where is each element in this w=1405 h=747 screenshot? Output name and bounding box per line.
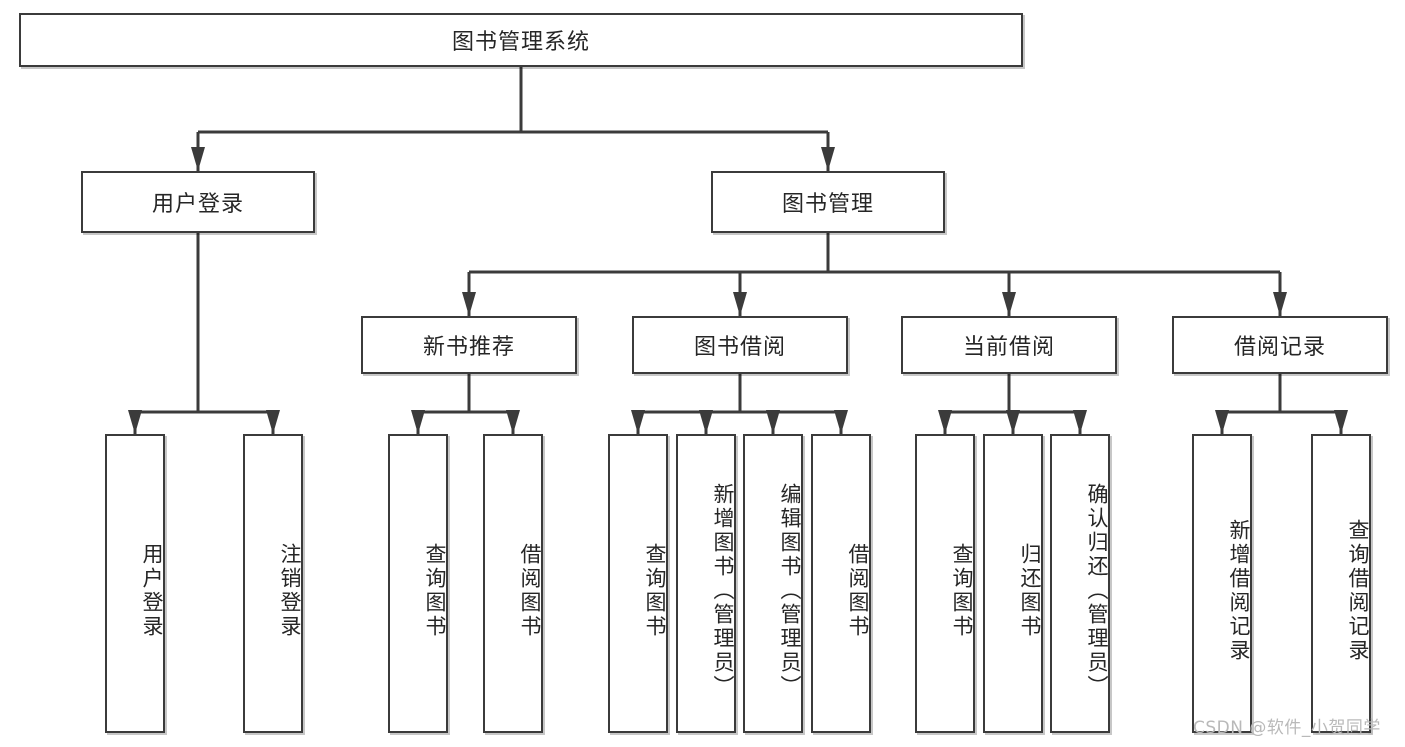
node-label: 确认归还（管理员）	[1085, 482, 1109, 699]
node-leaf-query-borrow-record[interactable]: 查询借阅记录	[1311, 434, 1371, 733]
node-label: 借阅记录	[1233, 335, 1326, 360]
node-label: 新增图书（管理员）	[711, 482, 735, 699]
node-new-book-recommend[interactable]: 新书推荐	[361, 316, 577, 374]
node-label: 新书推荐	[422, 335, 515, 360]
node-label: 查询借阅记录	[1346, 518, 1370, 663]
node-leaf-query-book-current[interactable]: 查询图书	[915, 434, 975, 733]
node-label: 查询图书	[423, 542, 447, 639]
node-label: 新增借阅记录	[1227, 518, 1251, 663]
node-leaf-user-login[interactable]: 用户登录	[105, 434, 165, 733]
node-label: 借阅图书	[846, 542, 870, 639]
node-label: 图书借阅	[693, 335, 786, 360]
node-label: 编辑图书（管理员）	[778, 482, 802, 699]
node-label: 查询图书	[643, 542, 667, 639]
node-leaf-borrow-book[interactable]: 借阅图书	[811, 434, 871, 733]
node-label: 图书管理	[781, 192, 874, 217]
node-current-borrow[interactable]: 当前借阅	[901, 316, 1117, 374]
node-leaf-edit-book[interactable]: 编辑图书（管理员）	[743, 434, 803, 733]
node-leaf-query-book-borrow[interactable]: 查询图书	[608, 434, 668, 733]
node-leaf-query-book-recommend[interactable]: 查询图书	[388, 434, 448, 733]
node-user-login[interactable]: 用户登录	[81, 171, 315, 233]
node-leaf-add-borrow-record[interactable]: 新增借阅记录	[1192, 434, 1252, 733]
node-label: 图书管理系统	[451, 30, 590, 55]
node-book-manage[interactable]: 图书管理	[711, 171, 945, 233]
node-leaf-confirm-return[interactable]: 确认归还（管理员）	[1050, 434, 1110, 733]
node-label: 用户登录	[140, 542, 164, 639]
node-label: 当前借阅	[962, 335, 1055, 360]
node-label: 注销登录	[278, 542, 302, 639]
node-root-system[interactable]: 图书管理系统	[19, 13, 1023, 67]
node-label: 用户登录	[151, 192, 244, 217]
node-label: 借阅图书	[518, 542, 542, 639]
node-borrow-record[interactable]: 借阅记录	[1172, 316, 1388, 374]
node-leaf-return-book[interactable]: 归还图书	[983, 434, 1043, 733]
node-book-borrow[interactable]: 图书借阅	[632, 316, 848, 374]
node-label: 查询图书	[950, 542, 974, 639]
node-leaf-add-book[interactable]: 新增图书（管理员）	[676, 434, 736, 733]
node-label: 归还图书	[1018, 542, 1042, 639]
node-leaf-borrow-book-recommend[interactable]: 借阅图书	[483, 434, 543, 733]
node-leaf-logout[interactable]: 注销登录	[243, 434, 303, 733]
